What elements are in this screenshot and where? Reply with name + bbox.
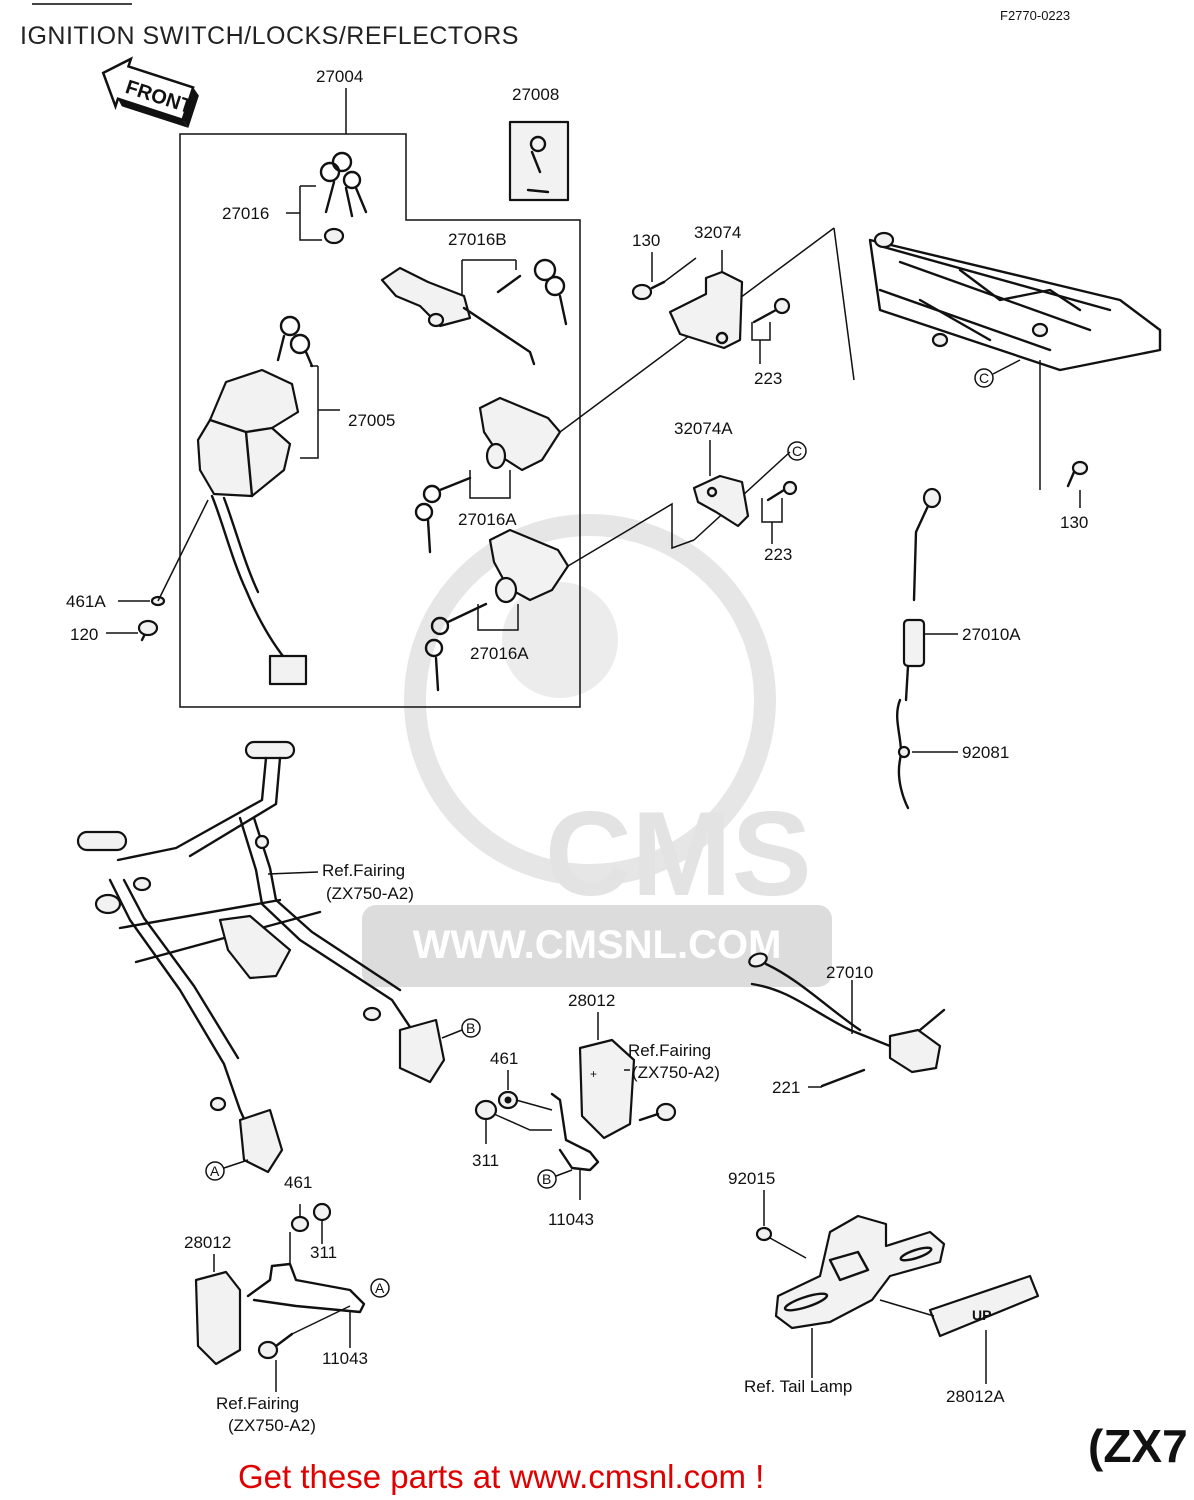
label-27016A-upper: 27016A bbox=[458, 510, 517, 529]
callout-C-1: C bbox=[974, 359, 1021, 388]
label-311-low: 311 bbox=[310, 1243, 337, 1262]
callout-B-1: B bbox=[441, 1018, 481, 1039]
rear-frame bbox=[868, 231, 1162, 508]
label-ref-fairing-2a: Ref.Fairing bbox=[628, 1041, 711, 1060]
label-92081: 92081 bbox=[962, 743, 1009, 762]
svg-text:A: A bbox=[375, 1280, 385, 1296]
callout-A-1: A bbox=[205, 1159, 249, 1181]
helmet-lock-27016A-lower bbox=[424, 528, 570, 692]
helmet-lock-27016A-upper bbox=[414, 396, 562, 554]
label-28012A: 28012A bbox=[946, 1387, 1005, 1406]
label-130-right: 130 bbox=[1060, 513, 1088, 532]
cmsnl-watermark: CMS WWW.CMSNL.COM bbox=[362, 514, 832, 987]
reflector-28012-low bbox=[194, 1202, 366, 1392]
label-28012-low: 28012 bbox=[184, 1233, 231, 1252]
label-461-mid: 461 bbox=[490, 1049, 518, 1068]
label-461-low: 461 bbox=[284, 1173, 312, 1192]
key-tag-27008 bbox=[508, 120, 570, 202]
page-title: IGNITION SWITCH/LOCKS/REFLECTORS bbox=[20, 22, 519, 50]
footer-cta-link[interactable]: Get these parts at www.cmsnl.com ! bbox=[238, 1458, 764, 1495]
keys-27016 bbox=[286, 151, 368, 245]
screw-120 bbox=[106, 499, 209, 642]
svg-text:B: B bbox=[466, 1020, 475, 1036]
label-ref-fairing-1a: Ref.Fairing bbox=[322, 861, 405, 880]
label-221: 221 bbox=[772, 1078, 800, 1097]
ignition-set-box bbox=[179, 88, 581, 708]
reflector-28012-mid: + bbox=[474, 1012, 677, 1200]
bracket-32074 bbox=[631, 250, 791, 364]
label-27010: 27010 bbox=[826, 963, 873, 982]
label-27016A-lower: 27016A bbox=[470, 644, 529, 663]
svg-text:B: B bbox=[542, 1171, 551, 1187]
label-28012-mid: 28012 bbox=[568, 991, 615, 1010]
bracket-32074A bbox=[692, 440, 798, 544]
drawing-code: F2770-0223 bbox=[1000, 8, 1070, 23]
ignition-switch-27005 bbox=[196, 315, 340, 686]
label-ref-fairing-2b: (ZX750-A2) bbox=[632, 1063, 720, 1082]
seat-lock-27016B bbox=[380, 258, 568, 366]
svg-text:C: C bbox=[979, 370, 989, 386]
label-27004: 27004 bbox=[316, 67, 363, 86]
fairing-bracket bbox=[76, 740, 446, 1174]
switch-27010 bbox=[748, 952, 946, 1088]
label-120: 120 bbox=[70, 625, 98, 644]
label-ref-fairing-1b: (ZX750-A2) bbox=[326, 884, 414, 903]
svg-text:+: + bbox=[590, 1067, 597, 1081]
label-223-mid: 223 bbox=[764, 545, 792, 564]
callout-A-2: A bbox=[370, 1278, 390, 1298]
label-32074: 32074 bbox=[694, 223, 741, 242]
label-ref-tail-lamp: Ref. Tail Lamp bbox=[744, 1377, 852, 1396]
svg-text:C: C bbox=[792, 443, 802, 459]
switch-27010A bbox=[896, 487, 958, 810]
label-27016B: 27016B bbox=[448, 230, 507, 249]
tail-lamp-bracket: UP bbox=[755, 1190, 1040, 1384]
label-27005: 27005 bbox=[348, 411, 395, 430]
label-11043-mid: 11043 bbox=[548, 1210, 594, 1229]
label-11043-low: 11043 bbox=[322, 1349, 368, 1368]
model-badge: (ZX7 bbox=[1088, 1420, 1188, 1472]
label-130-top: 130 bbox=[632, 231, 660, 250]
front-arrow-badge: FRONT bbox=[101, 56, 199, 128]
callout-B-2: B bbox=[537, 1169, 573, 1189]
label-461A: 461A bbox=[66, 592, 106, 611]
callout-C-2: C bbox=[787, 441, 807, 461]
svg-text:UP: UP bbox=[972, 1307, 991, 1323]
label-311-mid: 311 bbox=[472, 1151, 499, 1170]
label-223-top: 223 bbox=[754, 369, 782, 388]
label-92015: 92015 bbox=[728, 1169, 775, 1188]
label-27010A: 27010A bbox=[962, 625, 1021, 644]
watermark-url: WWW.CMSNL.COM bbox=[413, 923, 782, 967]
label-ref-fairing-3a: Ref.Fairing bbox=[216, 1394, 299, 1413]
watermark-brand: CMS bbox=[545, 787, 812, 921]
label-ref-fairing-3b: (ZX750-A2) bbox=[228, 1416, 316, 1435]
label-27016: 27016 bbox=[222, 204, 269, 223]
label-27008: 27008 bbox=[512, 85, 559, 104]
svg-text:A: A bbox=[210, 1163, 220, 1179]
label-32074A: 32074A bbox=[674, 419, 733, 438]
